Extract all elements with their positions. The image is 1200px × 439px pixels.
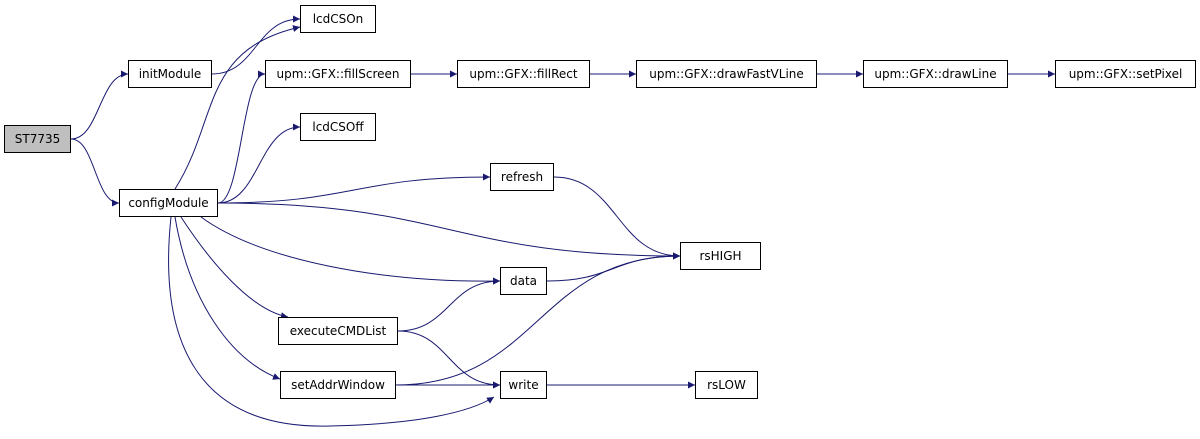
node-lcd-cs-on[interactable]: lcdCSOn: [300, 5, 376, 33]
node-set-pixel[interactable]: upm::GFX::setPixel: [1055, 60, 1196, 88]
node-draw-line[interactable]: upm::GFX::drawLine: [863, 60, 1008, 88]
edge-config-module-to-write: [168, 216, 495, 427]
node-fill-screen[interactable]: upm::GFX::fillScreen: [265, 60, 411, 88]
node-draw-fast-vline[interactable]: upm::GFX::drawFastVLine: [636, 60, 817, 88]
node-data[interactable]: data: [500, 267, 547, 295]
node-refresh[interactable]: refresh: [490, 163, 554, 191]
node-set-addr-window[interactable]: setAddrWindow: [280, 371, 396, 399]
edge-execute-cmd-list-to-write: [397, 330, 501, 389]
edge-data-to-rs-high: [546, 252, 681, 282]
edge-st7735-to-init-module: [70, 70, 129, 140]
node-st7735: ST7735: [4, 125, 71, 153]
node-rs-low[interactable]: rsLOW: [695, 371, 758, 399]
node-config-module[interactable]: configModule: [119, 189, 218, 217]
node-rs-high[interactable]: rsHIGH: [680, 242, 761, 270]
edge-execute-cmd-list-to-data: [397, 277, 501, 332]
edge-st7735-to-config-module: [70, 138, 120, 207]
edge-config-module-to-execute-cmd-list: [180, 216, 289, 320]
edge-config-module-to-lcd-cs-on: [174, 25, 301, 190]
node-fill-rect[interactable]: upm::GFX::fillRect: [457, 60, 590, 88]
edge-set-addr-window-to-rs-high: [395, 252, 681, 386]
edge-init-module-to-lcd-cs-on: [211, 15, 301, 75]
node-init-module[interactable]: initModule: [128, 60, 212, 88]
node-lcd-cs-off[interactable]: lcdCSOff: [300, 113, 376, 141]
node-write[interactable]: write: [500, 371, 547, 399]
edge-config-module-to-refresh: [217, 173, 491, 204]
edge-refresh-to-rs-high: [553, 176, 681, 260]
edge-config-module-to-data: [200, 216, 501, 285]
edge-config-module-to-rs-high: [217, 202, 681, 260]
edge-config-module-to-lcd-cs-off: [217, 123, 301, 204]
edge-config-module-to-set-addr-window: [174, 216, 281, 380]
node-execute-cmd-list[interactable]: executeCMDList: [278, 317, 398, 345]
edge-config-module-to-fill-screen: [217, 70, 266, 204]
